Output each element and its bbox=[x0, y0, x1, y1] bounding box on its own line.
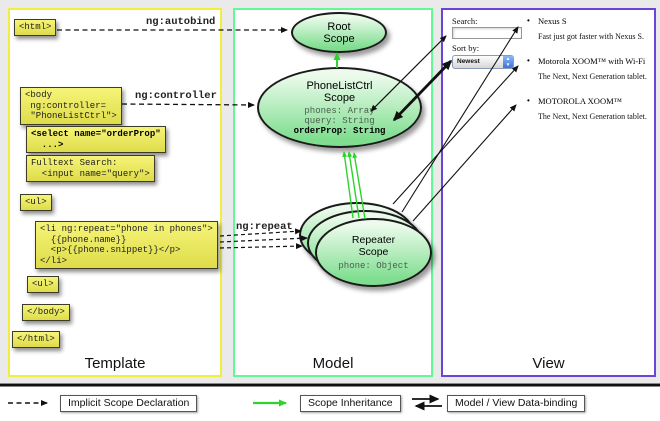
repeater-title2: Scope bbox=[358, 246, 389, 258]
bullet-icon: • bbox=[527, 16, 530, 25]
phonelistctrl-scope-ellipse: PhoneListCtrl Scope phones: Array query:… bbox=[257, 67, 422, 148]
view-column-label: View bbox=[532, 355, 565, 372]
repeater-scope-ellipse: Repeater Scope phone: Object bbox=[315, 218, 432, 287]
li-repeat-box: <li ng:repeat="phone in phones"> {{phone… bbox=[35, 221, 218, 269]
legend-databinding-box: Model / View Data-binding bbox=[447, 395, 586, 412]
fulltext-line1: Fulltext Search: bbox=[31, 158, 118, 168]
body-open-box: <body ng:controller= "PhoneListCtrl"> bbox=[20, 87, 122, 125]
root-scope-ellipse: Root Scope bbox=[291, 12, 387, 53]
search-label: Search: bbox=[452, 16, 478, 26]
ng-repeat-label: ng:repeat bbox=[236, 221, 293, 233]
phonelistctrl-title1: PhoneListCtrl bbox=[306, 79, 373, 92]
sort-by-label: Sort by: bbox=[452, 43, 480, 53]
phone-item-desc: The Next, Next Generation tablet. bbox=[538, 72, 647, 81]
ul-open-box: <ul> bbox=[20, 194, 52, 211]
li-line4: </li> bbox=[40, 255, 68, 266]
html-close-code: </html> bbox=[17, 334, 55, 344]
body-open-line1: <body bbox=[25, 90, 53, 100]
html-open-box: <html> bbox=[14, 19, 57, 36]
phonelistctrl-title2: Scope bbox=[323, 91, 356, 104]
model-column-label: Model bbox=[312, 355, 354, 372]
ul-close-code: <ul> bbox=[32, 279, 54, 289]
bullet-icon: • bbox=[527, 96, 530, 105]
ng-autobind-label: ng:autobind bbox=[146, 16, 216, 28]
phone-item-title: Nexus S bbox=[538, 16, 567, 26]
html-open-code: <html> bbox=[19, 22, 52, 32]
phonelistctrl-prop-query: query: String bbox=[304, 115, 375, 126]
phonelistctrl-prop-orderprop: orderProp: String bbox=[293, 125, 386, 136]
phone-item-title: Motorola XOOM™ with Wi-Fi bbox=[538, 56, 646, 66]
body-open-line3: "PhoneListCtrl"> bbox=[25, 111, 117, 121]
fulltext-search-box: Fulltext Search: <input name="query"> bbox=[26, 155, 155, 182]
body-close-code: </body> bbox=[27, 307, 65, 317]
select-stepper-icon: ▴▾ bbox=[503, 56, 513, 68]
bullet-icon: • bbox=[527, 56, 530, 65]
model-column: Model bbox=[233, 8, 433, 377]
ng-controller-label: ng:controller bbox=[135, 90, 217, 102]
phone-item-desc: The Next, Next Generation tablet. bbox=[538, 112, 647, 121]
ul-close-box: <ul> bbox=[27, 276, 59, 293]
select-code-line2: ...> bbox=[31, 139, 64, 150]
li-line1: <li ng:repeat="phone in phones"> bbox=[40, 224, 213, 234]
select-code-line1: <select name="orderProp" bbox=[31, 129, 161, 139]
html-close-box: </html> bbox=[12, 331, 60, 348]
select-code-box: <select name="orderProp" ...> bbox=[26, 126, 166, 153]
body-close-box: </body> bbox=[22, 304, 70, 321]
legend-implicit-box: Implicit Scope Declaration bbox=[60, 395, 198, 412]
legend-inheritance-box: Scope Inheritance bbox=[300, 395, 401, 412]
template-column-label: Template bbox=[84, 355, 146, 372]
li-line2: {{phone.name}} bbox=[40, 234, 127, 245]
search-input[interactable] bbox=[452, 27, 522, 39]
root-scope-title1: Root bbox=[327, 20, 351, 33]
repeater-title1: Repeater bbox=[351, 234, 396, 246]
phone-item-desc: Fast just got faster with Nexus S. bbox=[538, 32, 644, 41]
root-scope-title2: Scope bbox=[323, 32, 355, 45]
fulltext-line2: <input name="query"> bbox=[31, 168, 150, 179]
sort-select-value: Newest bbox=[457, 58, 480, 65]
phonelistctrl-prop-phones: phones: Array bbox=[304, 105, 375, 116]
body-open-line2: ng:controller= bbox=[25, 100, 107, 111]
li-line3: <p>{{phone.snippet}}</p> bbox=[40, 245, 181, 255]
phone-item-title: MOTOROLA XOOM™ bbox=[538, 96, 622, 106]
template-column: Template bbox=[8, 8, 222, 377]
stepper-down-icon: ▾ bbox=[506, 62, 510, 68]
repeater-prop-phone: phone: Object bbox=[338, 261, 409, 271]
sort-select[interactable]: Newest ▴▾ bbox=[452, 55, 514, 69]
ul-open-code: <ul> bbox=[25, 197, 47, 207]
